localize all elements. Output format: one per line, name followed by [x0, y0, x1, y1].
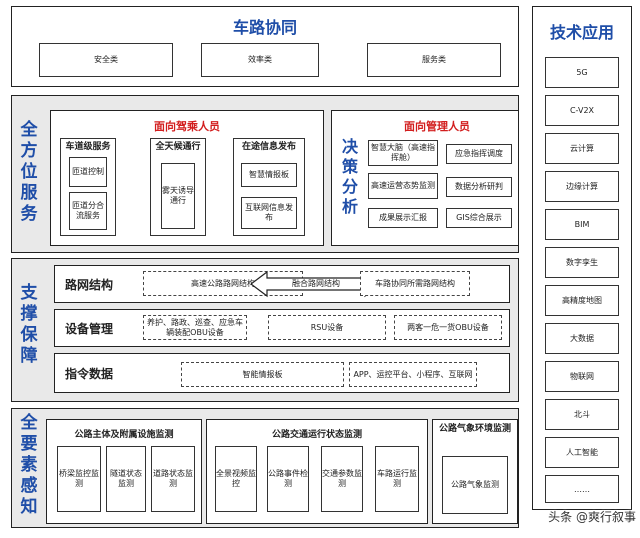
traffic-parameter-item: 交通参数监测	[321, 446, 363, 512]
all-weather-group: 全天候通行 雾天诱导通行	[150, 138, 206, 236]
v2x-network-item: 车路协同所需路网结构	[360, 271, 470, 296]
road-monitoring-item: 道路状态监测	[151, 446, 195, 512]
category-safety: 安全类	[39, 43, 173, 77]
tunnel-monitoring-item: 隧道状态监测	[106, 446, 146, 512]
vehicle-obu-item: 养护、路政、巡查、应急车辆装配OBU设备	[143, 315, 247, 340]
service-section-label: 全方位服务	[20, 120, 38, 224]
tech-cloud-item: 云计算	[545, 133, 619, 164]
tech-hd-map-item: 高精度地图	[545, 285, 619, 316]
internet-publish-item: 互联网信息发布	[241, 197, 297, 229]
device-management-label: 设备管理	[65, 321, 114, 336]
road-network-label: 路网结构	[65, 277, 114, 292]
ramp-merge-service-item: 匝道分合流服务	[69, 192, 107, 230]
decision-analysis-label: 决策分析	[341, 137, 358, 216]
device-management-row: 设备管理 养护、路政、巡查、应急车辆装配OBU设备 RSU设备 两客一危一货OB…	[54, 309, 510, 347]
tech-ai-item: 人工智能	[545, 437, 619, 468]
app-platform-item: APP、运控平台、小程序、互联网	[349, 362, 477, 387]
weather-station-item: 公路气象监测	[442, 456, 508, 514]
support-section-label: 支撑保障	[20, 283, 38, 366]
hazmat-obu-item: 两客一危一货OBU设备	[394, 315, 502, 340]
category-efficiency: 效率类	[201, 43, 319, 77]
panoramic-video-item: 全景视频监控	[215, 446, 257, 512]
emergency-dispatch-item: 应急指挥调度	[446, 144, 512, 164]
results-report-item: 成果展示汇报	[368, 208, 438, 228]
cooperative-panel: 车路协同 安全类 效率类 服务类	[11, 6, 519, 87]
traffic-monitoring-group: 公路交通运行状态监测 全景视频监控 公路事件检测 交通参数监测 车路运行监测	[206, 419, 428, 524]
data-analysis-item: 数据分析研判	[446, 177, 512, 197]
facility-monitoring-group: 公路主体及附属设施监测 桥梁监控监测 隧道状态监测 道路状态监测	[46, 419, 202, 524]
tech-more-item: ……	[545, 475, 619, 503]
incident-detection-item: 公路事件检测	[267, 446, 309, 512]
ramp-control-item: 匝道控制	[69, 157, 107, 187]
facility-monitoring-header: 公路主体及附属设施监测	[74, 430, 174, 440]
ramp-merge-service-label: 匝道分合流服务	[72, 201, 104, 220]
operation-monitor-item: 高速运营态势监测	[368, 173, 438, 199]
gis-display-item: GIS综合展示	[446, 208, 512, 228]
driver-panel-title: 面向驾乘人员	[154, 120, 220, 133]
cooperative-title: 车路协同	[232, 18, 297, 37]
manager-panel: 面向管理人员 决策分析 智慧大脑（高速指挥舱） 应急指挥调度 高速运营态势监测 …	[331, 110, 519, 246]
fog-guidance-item: 雾天诱导通行	[161, 163, 195, 229]
smart-brain-item: 智慧大脑（高速指挥舱）	[368, 140, 438, 166]
v2x-operation-item: 车路运行监测	[375, 446, 419, 512]
bidirectional-arrow-icon	[251, 270, 381, 298]
lane-service-header: 车道级服务	[65, 142, 111, 152]
command-data-label: 指令数据	[65, 366, 114, 381]
road-network-row: 路网结构 高速公路路网结构 融合路网结构 车路协同所需路网结构	[54, 265, 510, 303]
watermark-text: 头条 @爽行叙事	[548, 510, 636, 524]
weather-monitoring-group: 公路气象环境监测 公路气象监测	[432, 419, 518, 524]
tech-beidou-item: 北斗	[545, 399, 619, 430]
tech-panel: 技术应用 5G C-V2X 云计算 边缘计算 BIM 数字孪生 高精度地图 大数…	[532, 6, 632, 510]
tech-bim-item: BIM	[545, 209, 619, 240]
tech-big-data-item: 大数据	[545, 323, 619, 354]
tech-digital-twin-item: 数字孪生	[545, 247, 619, 278]
fog-guidance-label: 雾天诱导通行	[162, 186, 194, 205]
tech-edge-item: 边缘计算	[545, 171, 619, 202]
weather-monitoring-header: 公路气象环境监测	[438, 424, 511, 434]
bridge-monitoring-item: 桥梁监控监测	[57, 446, 101, 512]
ramp-control-label: 匝道控制	[72, 167, 104, 176]
fusion-network-item: 融合路网结构	[292, 279, 340, 288]
tech-panel-title: 技术应用	[549, 23, 614, 42]
lane-service-group: 车道级服务 匝道控制 匝道分合流服务	[60, 138, 116, 236]
manager-panel-title: 面向管理人员	[404, 120, 470, 133]
traffic-monitoring-header: 公路交通运行状态监测	[271, 430, 362, 440]
category-service: 服务类	[367, 43, 501, 77]
en-route-info-header: 在途信息发布	[241, 142, 296, 152]
rsu-device-item: RSU设备	[268, 315, 386, 340]
tech-5g-item: 5G	[545, 57, 619, 88]
tech-cv2x-item: C-V2X	[545, 95, 619, 126]
perception-section-label: 全要素感知	[20, 413, 38, 517]
command-data-row: 指令数据 智能情报板 APP、运控平台、小程序、互联网	[54, 353, 510, 393]
smart-board-item: 智慧情报板	[241, 163, 297, 187]
driver-panel: 面向驾乘人员 车道级服务 匝道控制 匝道分合流服务 全天候通行 雾天诱导通行 在…	[50, 110, 324, 246]
all-weather-header: 全天候通行	[155, 142, 201, 152]
tech-iot-item: 物联网	[545, 361, 619, 392]
smart-board-dashed-item: 智能情报板	[181, 362, 344, 387]
en-route-info-group: 在途信息发布 智慧情报板 互联网信息发布	[233, 138, 305, 236]
